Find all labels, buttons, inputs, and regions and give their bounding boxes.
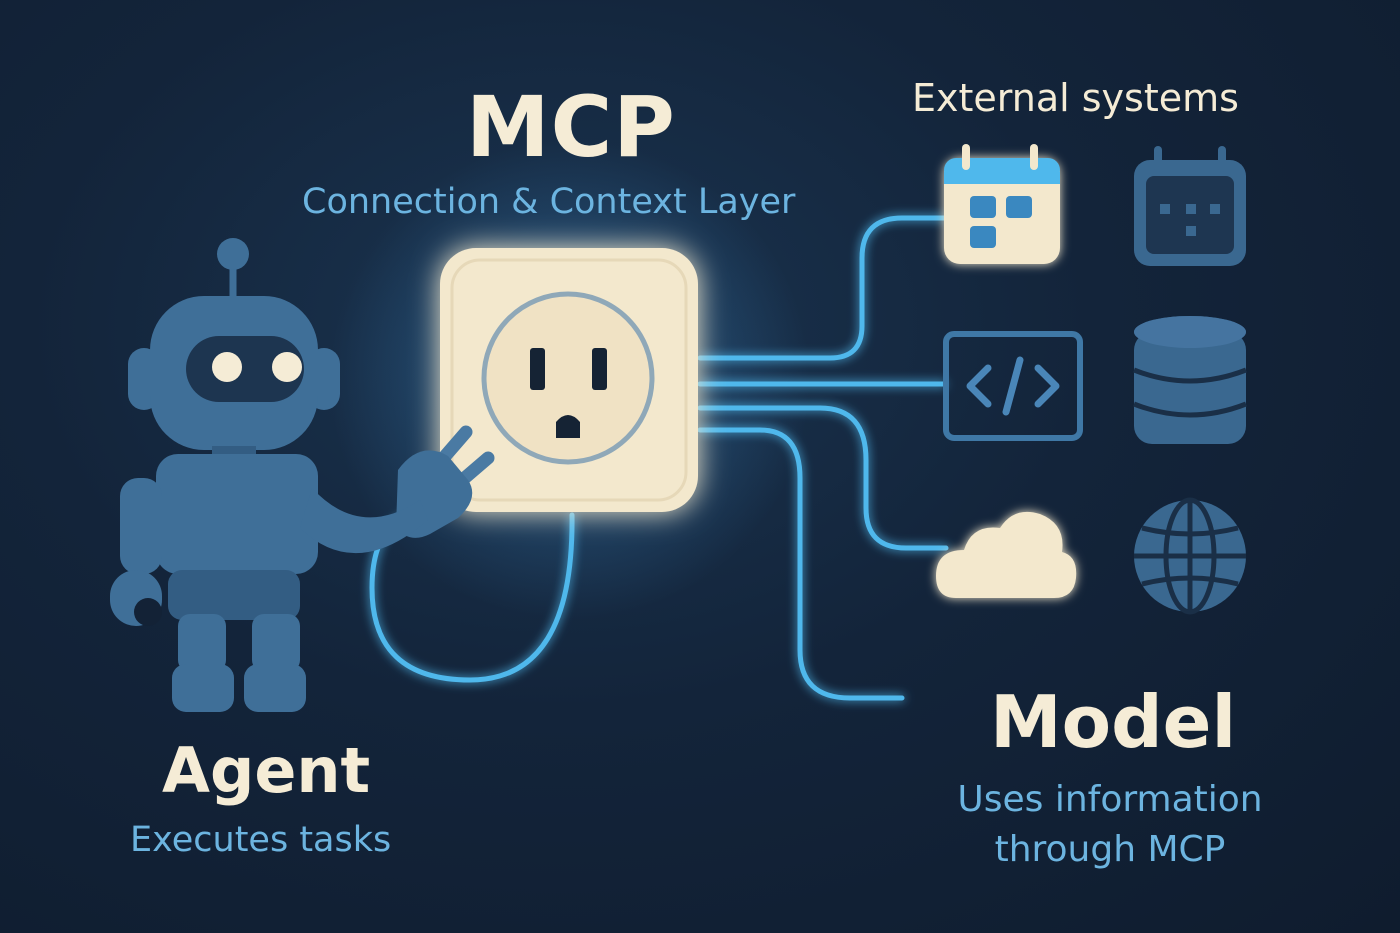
code-icon: [943, 331, 1083, 441]
wire-to-model: [697, 427, 905, 701]
model-title: Model: [990, 680, 1237, 764]
plug-cable: [369, 512, 575, 683]
wire-to-cloud: [697, 405, 949, 551]
database-icon: [1133, 316, 1247, 444]
calendar-icon: [944, 144, 1060, 264]
mcp-title: MCP: [466, 78, 676, 176]
agent-subtitle: Executes tasks: [130, 820, 392, 860]
wire-to-calendar: [697, 215, 947, 361]
cloud-icon: [936, 511, 1077, 598]
mcp-subtitle: Connection & Context Layer: [302, 182, 796, 222]
power-socket: [440, 248, 698, 512]
external-systems-title: External systems: [912, 76, 1239, 120]
connection-wires: [369, 215, 949, 701]
agent-title: Agent: [162, 734, 371, 807]
globe-icon: [1134, 497, 1246, 615]
robot-agent: [110, 238, 428, 712]
calendar-icon: [1134, 146, 1246, 266]
model-subtitle: Uses information through MCP: [957, 779, 1263, 870]
